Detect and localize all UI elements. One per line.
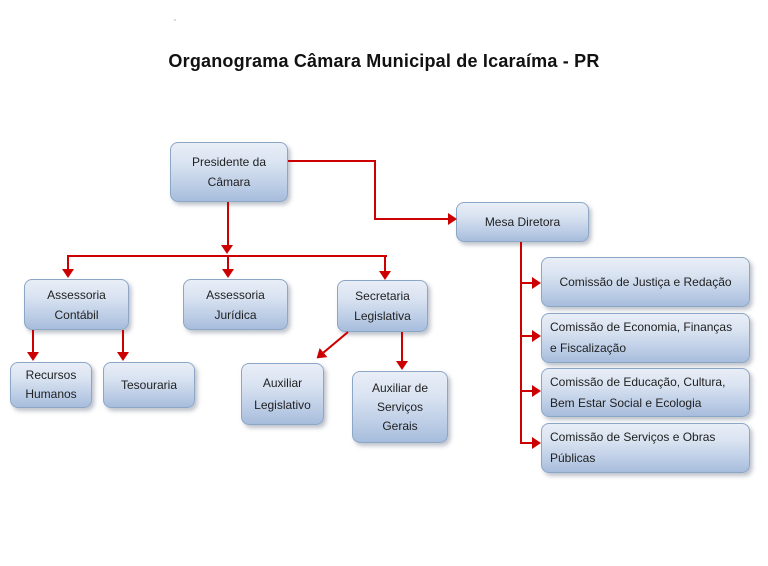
org-node-comissao-servicos-obras: Comissão de Serviços e Obras Públicas xyxy=(541,423,750,473)
connector-branch-comissao-1 xyxy=(520,282,532,284)
node-label-line: Legislativa xyxy=(354,309,411,323)
connector-presidente-mesa-h2 xyxy=(374,218,448,220)
connector-contabil-recursos xyxy=(32,330,34,352)
arrowhead-down-icon xyxy=(396,361,408,370)
org-node-assessoria-contabil: Assessoria Contábil xyxy=(24,279,129,330)
node-label-line: Auxiliar xyxy=(262,376,303,390)
arrowhead-right-icon xyxy=(532,330,541,342)
org-node-presidente-da-camara: Presidente da Câmara xyxy=(170,142,288,202)
connector-junction-bar xyxy=(67,255,387,257)
connector-branch-comissao-2 xyxy=(520,335,532,337)
connector-presidente-down xyxy=(227,202,229,245)
node-label-line: Presidente da xyxy=(191,155,267,169)
node-label-line: Gerais xyxy=(382,418,418,433)
node-label-line: Assessoria xyxy=(206,287,265,302)
connector-secretaria-auxiliar-legislativo xyxy=(312,331,349,363)
connector-drop-juridica xyxy=(227,257,229,269)
node-label-line: Assessoria xyxy=(47,287,106,302)
arrowhead-diagonal-icon xyxy=(312,347,328,363)
connector-drop-secretaria xyxy=(384,257,386,271)
node-label-line: Jurídica xyxy=(214,307,257,322)
arrowhead-down-icon xyxy=(27,352,39,361)
node-label-line: Comissão de Serviços e Obras xyxy=(550,430,716,444)
node-label-line: Bem Estar Social e Ecologia xyxy=(550,395,702,410)
connector-secretaria-auxiliar-servicos xyxy=(401,332,403,361)
node-label-line: Secretaria xyxy=(355,289,410,303)
org-node-recursos-humanos: Recursos Humanos xyxy=(10,362,92,408)
connector-presidente-mesa-h1 xyxy=(288,160,376,162)
org-node-comissao-justica-redacao: Comissão de Justiça e Redação xyxy=(541,257,750,307)
connector-drop-contabil xyxy=(67,257,69,269)
connector-branch-comissao-3 xyxy=(520,390,532,392)
node-label-line: Contábil xyxy=(54,307,99,322)
org-node-comissao-economia-financas: Comissão de Economia, Finanças e Fiscali… xyxy=(541,313,750,363)
node-label-line: Tesouraria xyxy=(120,378,178,392)
org-node-mesa-diretora: Mesa Diretora xyxy=(456,202,589,242)
arrowhead-down-icon xyxy=(221,245,233,254)
page-title: Organograma Câmara Municipal de Icaraíma… xyxy=(168,51,600,71)
node-label-line: Públicas xyxy=(550,451,596,465)
arrowhead-right-icon xyxy=(448,213,457,225)
node-label-line: Serviços xyxy=(376,399,423,414)
node-label-line: Comissão de Educação, Cultura, xyxy=(550,374,726,389)
arrowhead-right-icon xyxy=(532,277,541,289)
arrowhead-down-icon xyxy=(62,269,74,278)
arrowhead-right-icon xyxy=(532,385,541,397)
org-node-assessoria-juridica: Assessoria Jurídica xyxy=(183,279,288,330)
org-node-auxiliar-legislativo: Auxiliar Legislativo xyxy=(241,363,324,425)
node-label-line: Humanos xyxy=(25,387,77,401)
node-label-line: Comissão de Justiça e Redação xyxy=(559,275,732,289)
connector-branch-comissao-4 xyxy=(520,442,532,444)
artifact-dot xyxy=(174,19,176,21)
node-label-line: e Fiscalização xyxy=(550,341,627,355)
node-label-line: Legislativo xyxy=(254,398,311,412)
org-node-auxiliar-servicos-gerais: Auxiliar de Serviços Gerais xyxy=(352,371,448,443)
node-label-line: Auxiliar de xyxy=(371,380,429,395)
node-label-line: Mesa Diretora xyxy=(484,215,561,229)
org-node-comissao-educacao-cultura: Comissão de Educação, Cultura, Bem Estar… xyxy=(541,368,750,417)
node-label-line: Câmara xyxy=(207,175,251,189)
connector-mesa-comissoes-spine xyxy=(520,242,522,444)
arrowhead-down-icon xyxy=(117,352,129,361)
node-label-line: Recursos xyxy=(25,368,77,382)
arrowhead-down-icon xyxy=(222,269,234,278)
arrowhead-right-icon xyxy=(532,437,541,449)
connector-contabil-tesouraria xyxy=(122,330,124,352)
node-label-line: Comissão de Economia, Finanças xyxy=(550,320,733,334)
arrowhead-down-icon xyxy=(379,271,391,280)
connector-presidente-mesa-v xyxy=(374,160,376,219)
org-node-tesouraria: Tesouraria xyxy=(103,362,195,408)
org-node-secretaria-legislativa: Secretaria Legislativa xyxy=(337,280,428,332)
